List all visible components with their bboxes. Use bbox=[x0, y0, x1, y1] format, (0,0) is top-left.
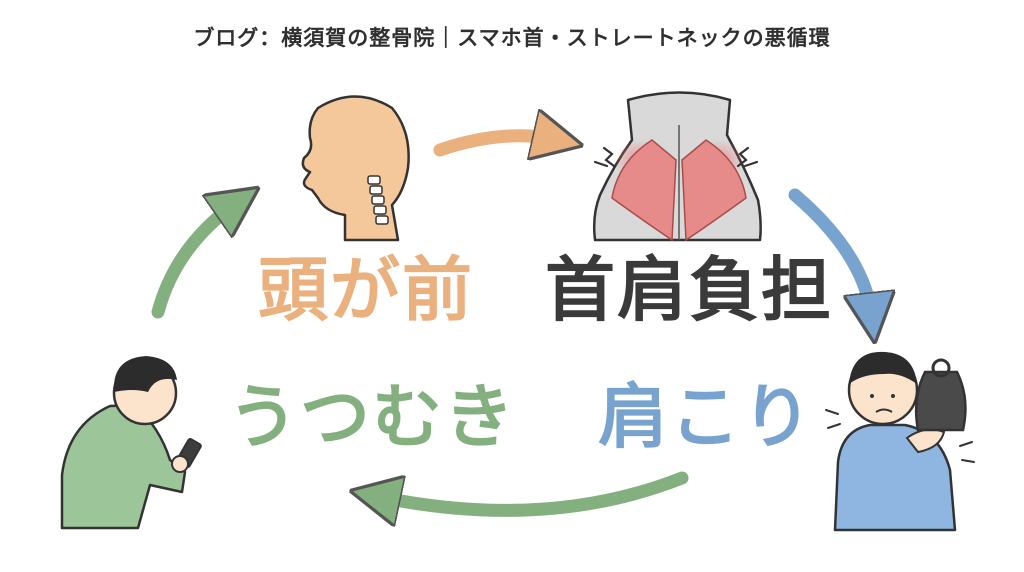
page-title: ブログ：横須賀の整骨院｜スマホ首・ストレートネックの悪循環 bbox=[193, 26, 831, 50]
label-stiff-shoulders: 肩こり bbox=[598, 376, 814, 458]
arrow-neck-to-stiff bbox=[788, 188, 872, 318]
label-neck-shoulder-burden: 首肩負担 bbox=[545, 249, 833, 331]
arrow-stiff-to-looking bbox=[375, 471, 689, 510]
head-profile-icon bbox=[301, 95, 410, 242]
arrow-head-to-neck bbox=[433, 136, 558, 150]
weight-shoulder-pain-icon bbox=[825, 351, 975, 532]
neck-muscle-pain-icon bbox=[592, 91, 762, 242]
label-looking-down: うつむき bbox=[228, 376, 516, 458]
arrow-looking-to-head bbox=[151, 202, 238, 319]
smartphone-user-icon bbox=[60, 356, 202, 530]
label-head-forward: 頭が前 bbox=[258, 249, 474, 331]
